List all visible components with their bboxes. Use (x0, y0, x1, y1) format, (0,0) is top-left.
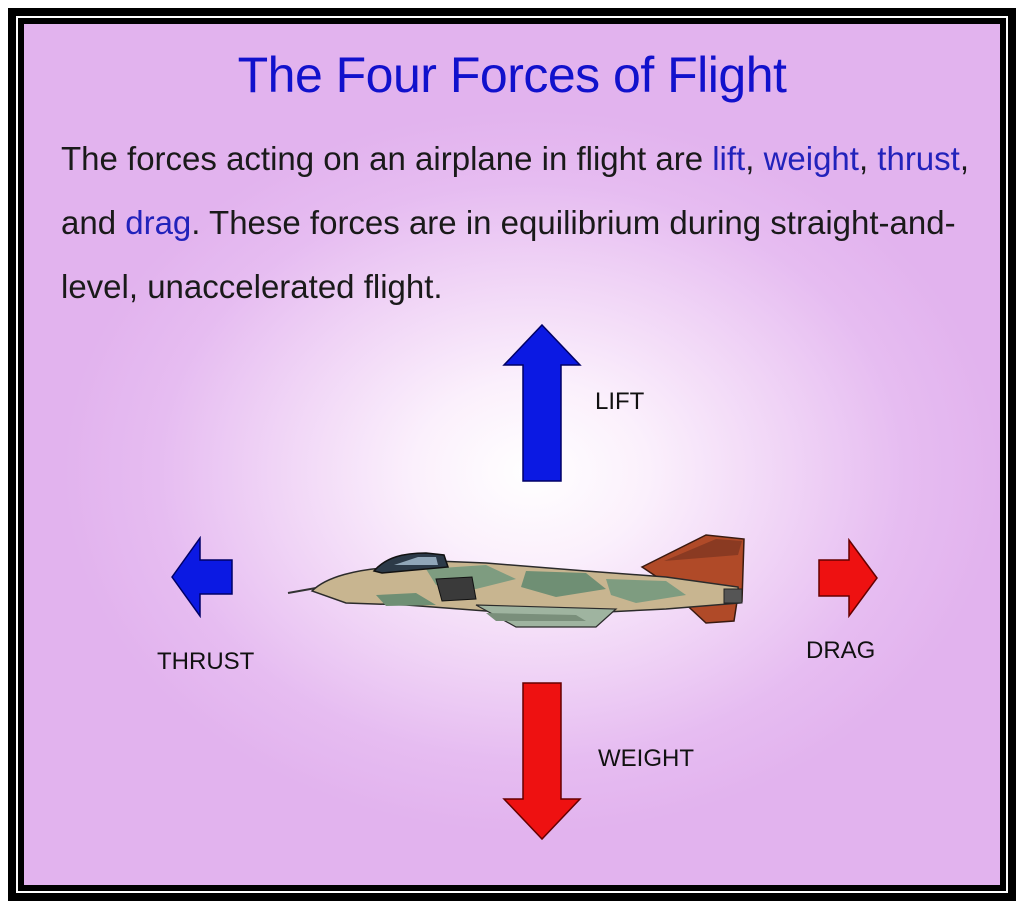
lift-arrow-icon (502, 323, 582, 482)
weight-arrow-icon (502, 682, 582, 841)
keyword-weight: weight (763, 140, 859, 177)
drag-arrow-icon (818, 538, 878, 618)
thrust-arrow-icon (171, 536, 233, 618)
keyword-lift: lift (712, 140, 746, 177)
keyword-drag: drag (125, 204, 192, 241)
intro-text-3: . These forces are in equilibrium during… (191, 204, 956, 241)
intro-comma-3: , (959, 140, 970, 177)
thrust-label: THRUST (157, 648, 255, 675)
keyword-thrust: thrust (877, 140, 960, 177)
intro-text-4: level, unaccelerated flight. (61, 268, 443, 305)
intro-paragraph: The forces acting on an airplane in flig… (61, 127, 981, 319)
intro-text-1: The forces acting on an airplane in flig… (61, 140, 713, 177)
slide-title: The Four Forces of Flight (237, 47, 787, 103)
drag-label: DRAG (806, 637, 876, 664)
weight-label: WEIGHT (598, 745, 694, 772)
intro-comma-2: , (858, 140, 878, 177)
lift-label: LIFT (595, 388, 645, 415)
intro-comma-1: , (745, 140, 764, 177)
intro-text-2: and (61, 204, 126, 241)
fighter-jet-image (287, 534, 745, 628)
slide: The Four Forces of Flight The forces act… (24, 24, 1000, 885)
